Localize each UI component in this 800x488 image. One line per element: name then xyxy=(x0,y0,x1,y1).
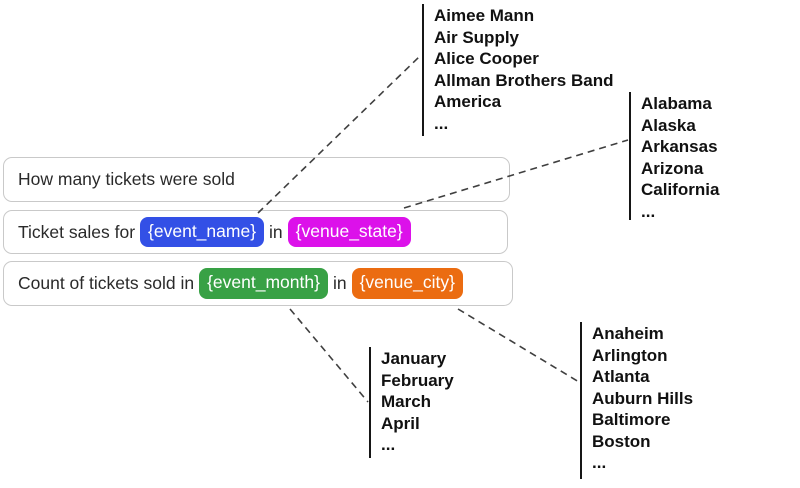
list-item-ellipsis: ... xyxy=(592,453,607,472)
list-item: America xyxy=(434,92,502,111)
event-name-placeholder-pill: {event_name} xyxy=(140,216,265,248)
list-item: Arkansas xyxy=(641,137,718,156)
list-item-ellipsis: ... xyxy=(641,201,656,221)
query-box-ticket-sales: Ticket sales for {event_name} in {venue_… xyxy=(3,210,508,254)
list-item: Boston xyxy=(592,431,651,451)
query-text: How many tickets were sold xyxy=(18,169,235,189)
query-text-between: in xyxy=(332,273,347,293)
query-text-prefix: Ticket sales for xyxy=(18,221,136,242)
event-month-value-list: January February March April ... xyxy=(369,347,454,458)
list-item: January xyxy=(381,349,447,368)
venue-city-value-list: Anaheim Arlington Atlanta Auburn Hills B… xyxy=(580,322,693,479)
venue-state-value-list: Alabama Alaska Arkansas Arizona Californ… xyxy=(629,92,720,221)
connector-event-month-to-list xyxy=(289,308,369,403)
list-item-ellipsis: ... xyxy=(381,435,396,454)
list-item: Arizona xyxy=(641,158,704,178)
list-item: Baltimore xyxy=(592,410,671,429)
venue-city-placeholder-pill: {venue_city} xyxy=(351,268,463,299)
list-item: Auburn Hills xyxy=(592,388,694,408)
list-item: Anaheim xyxy=(592,324,664,343)
list-item: Aimee Mann xyxy=(434,6,535,25)
list-item: March xyxy=(381,392,432,411)
list-item: Alabama xyxy=(641,94,712,113)
venue-state-placeholder-pill: {venue_state} xyxy=(287,216,411,248)
event-month-placeholder-pill: {event_month} xyxy=(199,268,328,299)
query-box-count-of-tickets: Count of tickets sold in {event_month} i… xyxy=(3,261,513,306)
list-item-ellipsis: ... xyxy=(434,113,449,133)
list-item: California xyxy=(641,180,720,199)
list-item: Alice Cooper xyxy=(434,49,539,68)
list-item: Arlington xyxy=(592,345,668,365)
query-text-prefix: Count of tickets sold in xyxy=(18,273,195,293)
query-text-between: in xyxy=(269,221,283,242)
list-item: February xyxy=(381,370,454,390)
connector-venue-city-to-list xyxy=(457,308,580,383)
query-box-how-many-tickets: How many tickets were sold xyxy=(3,157,510,202)
list-item: Air Supply xyxy=(434,27,520,47)
event-name-value-list: Aimee Mann Air Supply Alice Cooper Allma… xyxy=(422,4,613,136)
list-item: April xyxy=(381,413,420,433)
list-item: Allman Brothers Band xyxy=(434,70,614,90)
list-item: Alaska xyxy=(641,115,696,135)
list-item: Atlanta xyxy=(592,367,650,386)
